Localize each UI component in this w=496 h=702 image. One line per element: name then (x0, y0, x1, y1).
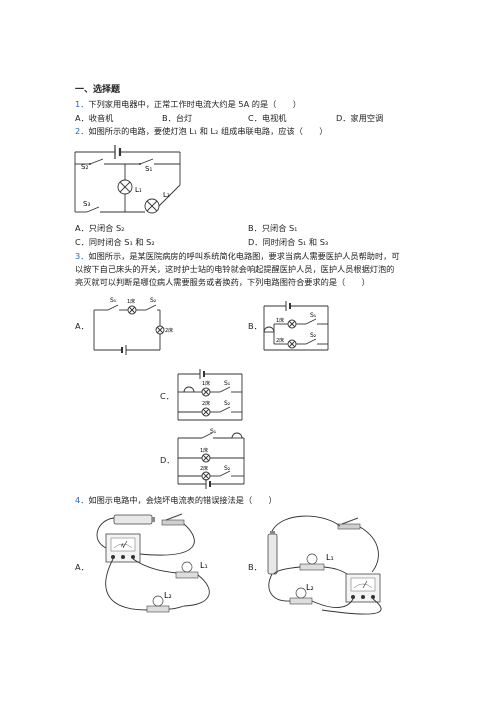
label-s1: S₁ (110, 297, 117, 304)
question-number: 2． (75, 126, 89, 136)
label-l2: L₂ (306, 583, 314, 592)
question-text: 如图所示的电路，要使灯泡 L₁ 和 L₂ 组成串联电路，应该（ ） (88, 126, 328, 136)
q2-circuit-diagram: S₂ S₁ S₃ L₁ L₂ (74, 145, 181, 214)
label-s2: S₂ (150, 297, 157, 304)
q1-option-c[interactable]: C．电视机 (248, 113, 287, 123)
label-bed2: 2床 (165, 327, 173, 334)
bulb-icon (295, 587, 307, 599)
q1-option-b[interactable]: B．台灯 (162, 113, 193, 123)
question-1: 1．下列家用电器中，正常工作时电流大约是 5A 的是（ ） (75, 100, 301, 108)
bulb-icon (181, 561, 193, 573)
question-number: 3． (75, 251, 89, 261)
question-4: 4．如图示电路中，会烧坏电流表的错误接法是（ ） (75, 496, 277, 504)
label-bed1: 1床 (276, 317, 284, 324)
question-text: 如图示电路中，会烧坏电流表的错误接法是（ ） (88, 495, 277, 505)
q3-option-a[interactable]: A． (75, 321, 89, 331)
q3-option-d[interactable]: D． (160, 455, 175, 465)
label-l2: L₂ (163, 191, 170, 199)
bulb-icon (306, 553, 318, 565)
q3-option-c[interactable]: C． (160, 391, 174, 401)
q2-option-b[interactable]: B．只闭合 S₁ (248, 223, 298, 233)
label-bed2: 2床 (200, 465, 208, 472)
question-number: 1． (75, 99, 89, 109)
switch-icon (161, 519, 185, 526)
question-2: 2．如图所示的电路，要使灯泡 L₁ 和 L₂ 组成串联电路，应该（ ） (75, 127, 327, 135)
label-s2: S₂ (224, 465, 231, 472)
bulb-icon (152, 595, 164, 607)
q1-option-a[interactable]: A．收音机 (75, 113, 114, 123)
section-heading: 一、选择题 (75, 85, 121, 95)
q4-option-b[interactable]: B． (248, 562, 262, 572)
label-bed1: 1床 (127, 298, 135, 305)
label-bed2: 2床 (202, 400, 210, 407)
question-3-line-3: 亮灭就可以判断是哪位病人需要服务或者换药，下列电路图符合要求的是（ ） (75, 277, 370, 287)
label-l1: L₁ (135, 186, 142, 194)
label-bed1: 1床 (202, 380, 210, 387)
question-3-line-2: 以按下自己床头的开关，这时护士站的电铃就会响起提醒医护人员，医护人员根据灯泡的 (75, 264, 395, 274)
q3-circuit-a: S₁ 1床 S₂ 2床 (93, 297, 173, 355)
label-s2: S₂ (224, 400, 231, 407)
q4-option-a[interactable]: A． (75, 562, 89, 572)
label-s1: S₁ (210, 428, 217, 435)
question-3-line-1: 3．如图所示，是某医院病房的呼叫系统简化电路图，要求当病人需要医护人员帮助时，可 (75, 251, 400, 261)
q2-option-a[interactable]: A．只闭合 S₂ (75, 223, 125, 233)
battery-icon (113, 514, 153, 525)
q2-option-d[interactable]: D．同时闭合 S₁ 和 S₃ (248, 237, 329, 247)
q4-physical-circuit-a: A L₁ L₂ (96, 513, 210, 613)
label-l2: L₂ (164, 591, 172, 600)
label-s2: S₂ (81, 163, 88, 171)
q3-option-b[interactable]: B． (248, 321, 262, 331)
q3-circuit-d: S₁ 1床 2床 S₂ (177, 428, 245, 489)
label-s1: S₁ (145, 165, 152, 173)
switch-icon (337, 523, 361, 530)
label-s3: S₃ (83, 200, 90, 208)
label-l1: L₁ (326, 553, 334, 562)
label-s1: S₁ (224, 380, 231, 387)
battery-icon (267, 533, 278, 575)
label-s1: S₁ (310, 312, 317, 319)
q4-physical-circuit-b: L₁ L₂ (267, 515, 382, 615)
q1-option-d[interactable]: D．家用空调 (336, 113, 384, 123)
label-s2: S₂ (310, 332, 317, 339)
q3-circuit-c: 1床 S₁ 2床 S₂ (177, 369, 243, 421)
question-number: 4． (75, 495, 89, 505)
svg-text:A: A (121, 543, 124, 548)
label-bed2: 2床 (276, 337, 284, 344)
label-l1: L₁ (200, 561, 208, 570)
q3-circuit-b: 1床 S₁ 2床 S₂ (263, 301, 329, 351)
question-text: 下列家用电器中，正常工作时电流大约是 5A 的是（ ） (88, 99, 301, 109)
q2-option-c[interactable]: C．同时闭合 S₁ 和 S₂ (75, 237, 155, 247)
label-bed1: 1床 (200, 447, 208, 454)
